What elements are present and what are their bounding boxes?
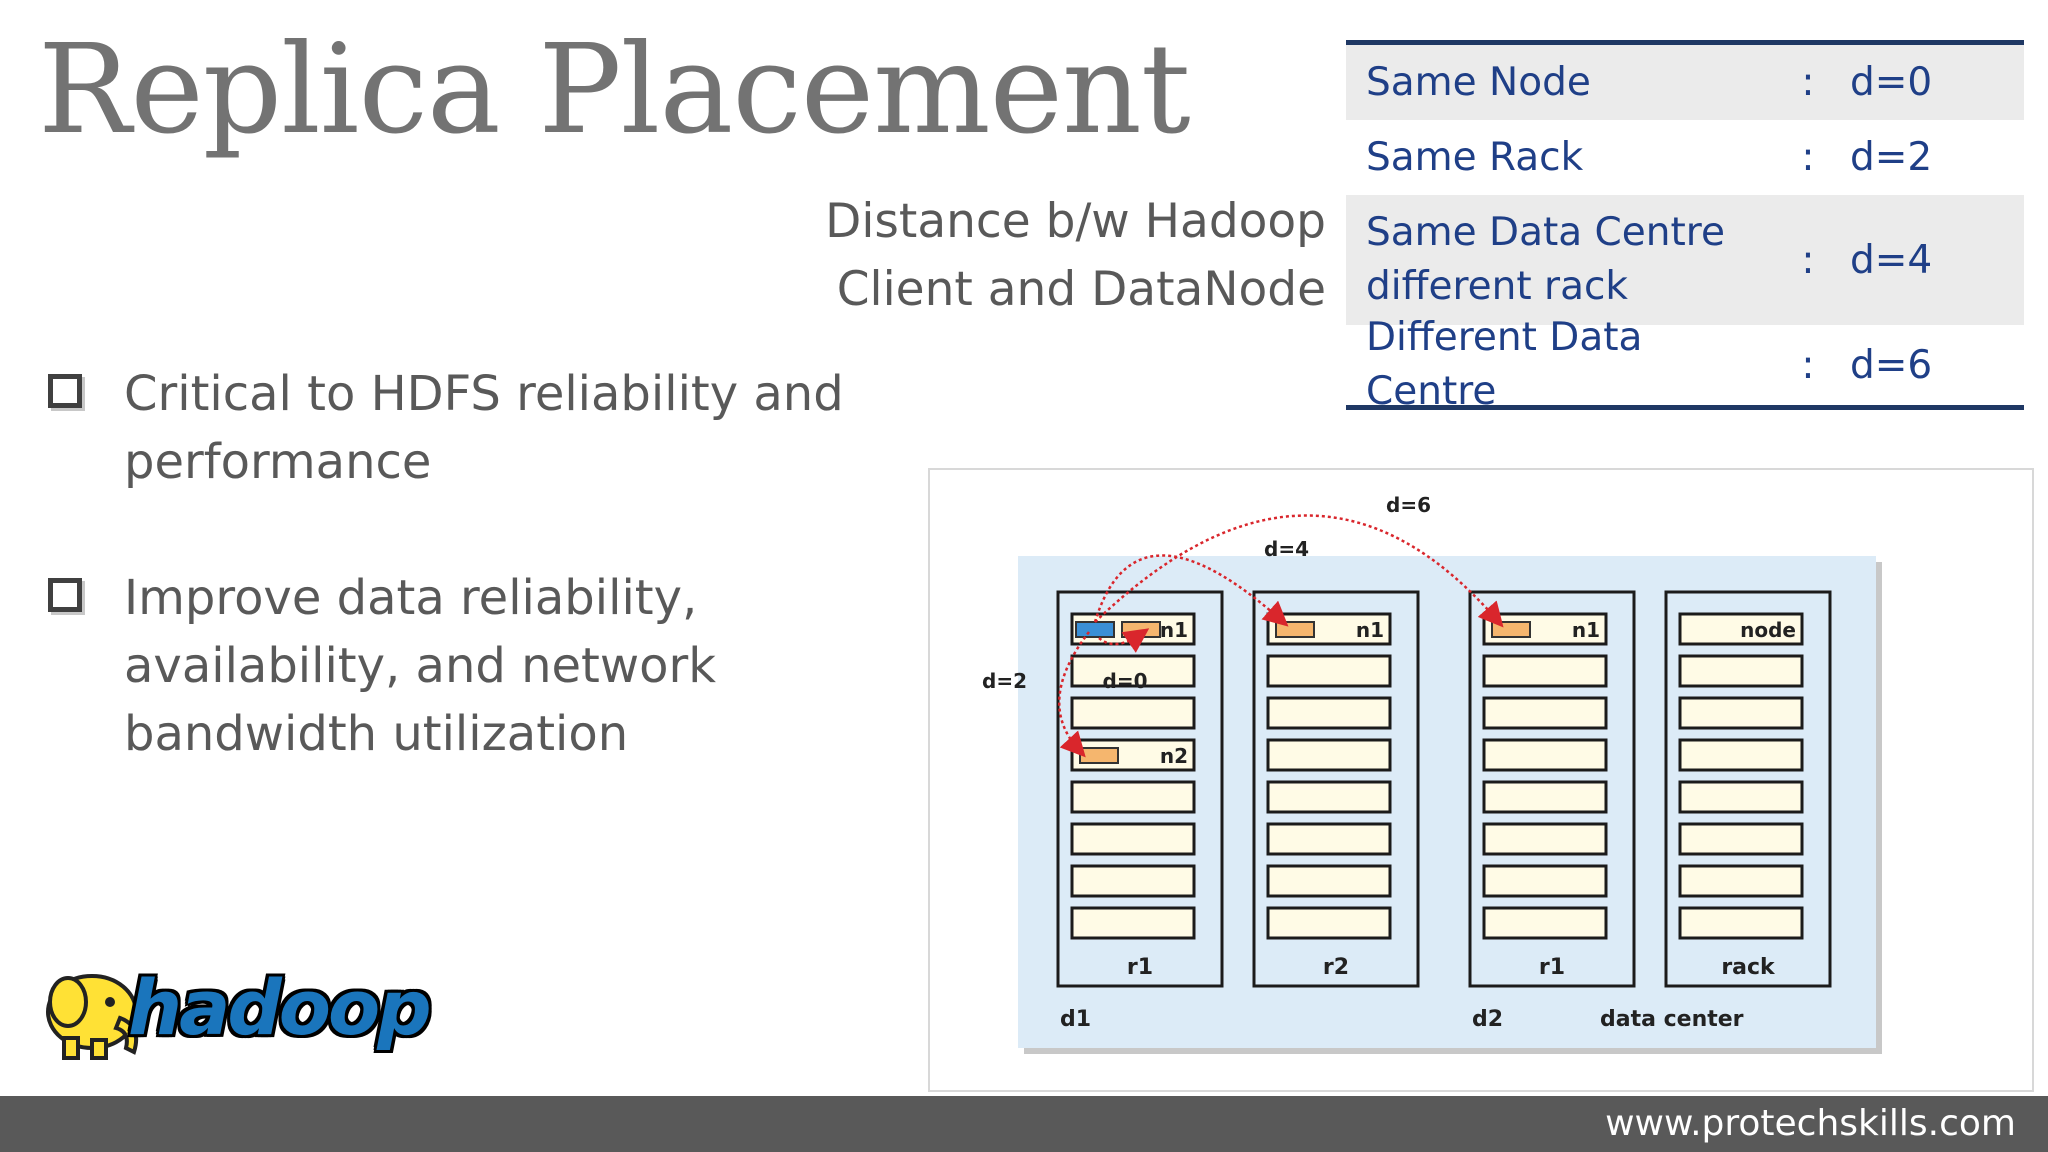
bullet-line: Improve data reliability, [124, 570, 698, 626]
distance-label-line: different rack [1366, 264, 1628, 309]
node-slot [1678, 654, 1804, 688]
node-slot [1070, 654, 1196, 688]
node-slot [1070, 822, 1196, 856]
arrow-same-node [1098, 628, 1150, 653]
arrow-different-datacenter [1094, 514, 1504, 628]
rack-label: rack [1721, 955, 1776, 980]
arrow-different-rack [1093, 554, 1289, 627]
checkbox-bullet-icon [48, 578, 82, 612]
slide-title: Replica Placement [38, 18, 1191, 162]
client-block [1075, 621, 1115, 638]
node-slot [1678, 696, 1804, 730]
node-slot [1482, 906, 1608, 940]
node-slot [1482, 654, 1608, 688]
distance-table: Same Node : d=0 Same Rack : d=2 Same Dat… [1346, 40, 2024, 414]
bullet-line: performance [124, 434, 432, 490]
distance-label: Same Rack [1366, 134, 1584, 180]
node-slot [1678, 864, 1804, 898]
subtitle-line-2: Client and DataNode [836, 262, 1326, 317]
distance-label-d6: d=6 [1386, 493, 1431, 517]
node-slot [1070, 696, 1196, 730]
node-slot [1482, 864, 1608, 898]
distance-label-d4: d=4 [1264, 537, 1309, 561]
elephant-icon [46, 974, 139, 1060]
distance-row: Different Data Centre : d=6 [1346, 315, 2024, 414]
distance-row: Same Node : d=0 [1346, 45, 2024, 120]
subtitle: Distance b/w Hadoop Client and DataNode [825, 188, 1326, 324]
distance-label-d2: d=2 [982, 669, 1027, 693]
datacenter-label: d2 [1472, 1007, 1503, 1032]
bullet-line: availability, and network [124, 638, 717, 694]
footer-url[interactable]: www.protechskills.com [1605, 1103, 2016, 1144]
distance-value: d=0 [1850, 60, 1933, 105]
logo-wordmark: hadoop [128, 963, 432, 1052]
block-replica [1121, 621, 1161, 638]
block-replica [1275, 621, 1315, 638]
node-slot [1266, 864, 1392, 898]
distance-separator: : [1801, 135, 1815, 180]
checkbox-bullet-icon [48, 374, 82, 408]
hadoop-logo: hadoop [30, 956, 432, 1066]
node-slot [1266, 696, 1392, 730]
distance-label-line: Same Data Centre [1366, 210, 1725, 255]
arrow-same-rack [1058, 631, 1090, 758]
node-slot [1482, 780, 1608, 814]
node-slot [1070, 864, 1196, 898]
distance-value: d=2 [1850, 135, 1933, 180]
bullet-list: Critical to HDFS reliability and perform… [48, 360, 848, 836]
node-slot [1482, 822, 1608, 856]
node-slot [1070, 780, 1196, 814]
node-slot [1482, 696, 1608, 730]
bullet-line: bandwidth utilization [124, 706, 629, 762]
rack-label: r1 [1127, 955, 1153, 980]
footer-bar: www.protechskills.com [0, 1096, 2048, 1152]
node-slot [1678, 906, 1804, 940]
distance-separator: : [1801, 342, 1815, 388]
bullet-item: Critical to HDFS reliability and perform… [48, 360, 848, 496]
distance-value: d=6 [1850, 342, 1933, 388]
bullet-text: Improve data reliability, availability, … [124, 564, 716, 768]
node-slot [1266, 738, 1392, 772]
block-replica [1491, 621, 1531, 638]
node-label: n1 [1572, 618, 1600, 642]
datacenter-label: d1 [1060, 1007, 1091, 1032]
datacenter-legend-label: data center [1600, 1007, 1744, 1032]
node-label: n2 [1160, 744, 1188, 768]
distance-label: Same Data Centre different rack [1346, 206, 1784, 314]
distance-label: Same Node [1366, 59, 1591, 105]
node-label: n1 [1160, 618, 1188, 642]
node-slot [1678, 738, 1804, 772]
node-slot [1266, 906, 1392, 940]
node-slot [1266, 822, 1392, 856]
node-slot [1070, 906, 1196, 940]
distance-row: Same Rack : d=2 [1346, 120, 2024, 195]
network-topology-diagram: d1 r1 n1 n2 r2 n1 d2 data center r1 n1 rack node d=0… [928, 468, 2034, 1092]
bullet-item: Improve data reliability, availability, … [48, 564, 848, 768]
bullet-text: Critical to HDFS reliability and perform… [124, 360, 844, 496]
rack-label: r2 [1323, 955, 1349, 980]
node-label: node [1740, 618, 1796, 642]
distance-separator: : [1801, 237, 1815, 283]
node-slot [1678, 612, 1804, 646]
node-label: n1 [1356, 618, 1384, 642]
node-slot [1482, 738, 1608, 772]
block-replica [1079, 747, 1119, 764]
node-slot [1678, 780, 1804, 814]
distance-value: d=4 [1850, 237, 1933, 283]
subtitle-line-1: Distance b/w Hadoop [825, 194, 1326, 249]
distance-separator: : [1801, 60, 1815, 105]
node-slot [1266, 780, 1392, 814]
topology-svg: d1 r1 n1 n2 r2 n1 d2 data center r1 n1 rack node d=0… [982, 493, 1882, 1054]
bullet-line: Critical to HDFS reliability and [124, 366, 844, 422]
distance-label: Different Data Centre [1366, 315, 1643, 414]
distance-row: Same Data Centre different rack : d=4 [1346, 195, 2024, 325]
distance-label-d0: d=0 [1103, 669, 1148, 693]
node-slot [1678, 822, 1804, 856]
node-slot [1266, 654, 1392, 688]
rack-label: r1 [1539, 955, 1565, 980]
